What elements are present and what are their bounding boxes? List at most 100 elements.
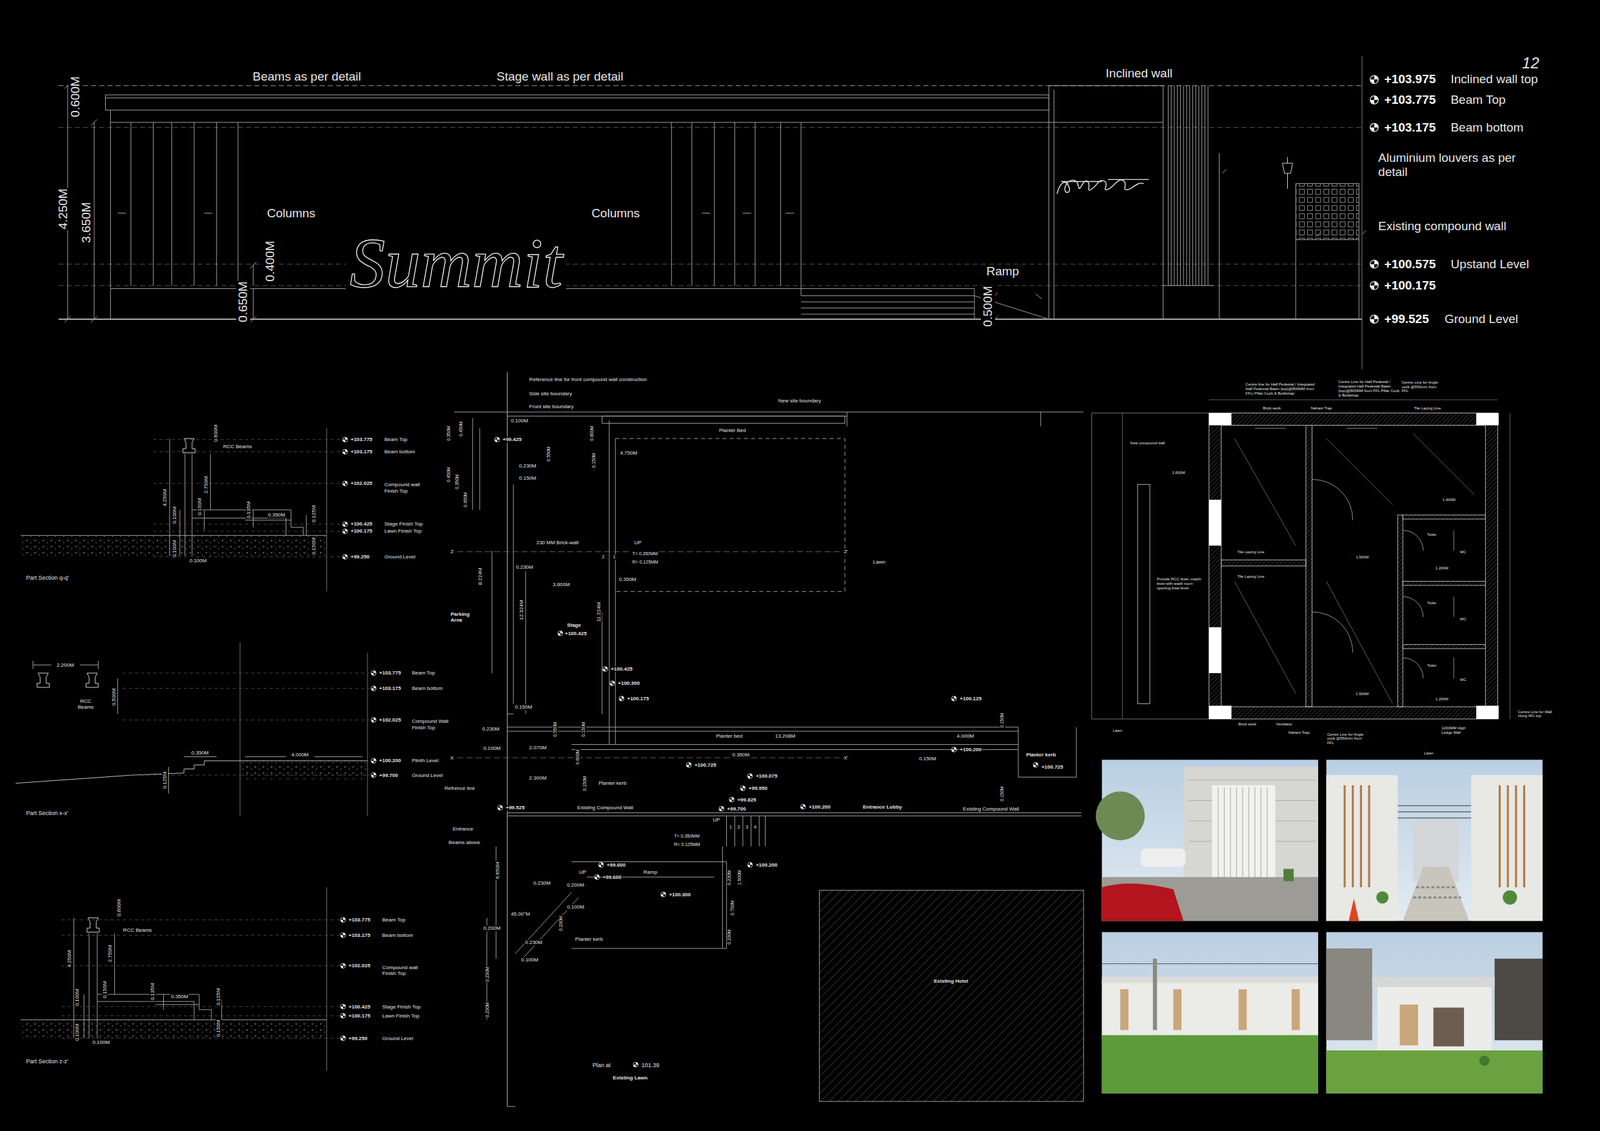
level-value: +103.775 [350, 436, 374, 443]
toilet-block-plan-part [1221, 559, 1306, 566]
annotation-label: Ramp [985, 264, 1020, 279]
annotation-label: Reference line for front compound wall c… [528, 376, 648, 383]
dimension-text: 0.350M [731, 751, 751, 758]
level-value: +100.425 [564, 630, 588, 637]
level-value: +100.075 [755, 773, 779, 780]
level-value: +100.200 [755, 862, 779, 869]
annotation-label: Beam Top [411, 670, 436, 677]
level-symbol-part [619, 696, 625, 702]
site-photo-part [1402, 866, 1470, 921]
annotation-label: Ground Level [381, 1035, 415, 1042]
level-symbol-part [1370, 259, 1379, 269]
site-photo [1326, 759, 1543, 921]
site-photo-part [1102, 883, 1185, 921]
level-value: +100.425 [350, 521, 374, 528]
site-photo-part [1102, 963, 1319, 965]
annotation-label: 1 [612, 554, 617, 560]
dimension-text: 0.100M [566, 904, 585, 910]
level-symbol-part [951, 747, 958, 753]
part-section-part [61, 920, 342, 1039]
annotation-label: Beam Top [1449, 92, 1506, 108]
annotation-label: New compound wall [1129, 440, 1166, 445]
section-title: Part Section q-q' [25, 573, 70, 581]
toilet-block-plan-part [1221, 425, 1486, 708]
part-section-part [122, 673, 370, 776]
dimension-text: 0.350M [618, 576, 638, 583]
annotation-label: 3 [744, 824, 749, 830]
annotation-label: Planter kerb [597, 780, 627, 787]
front-elevation-part [1035, 169, 1366, 300]
annotation-label: Entrance [452, 826, 475, 833]
level-symbol-part [633, 1062, 639, 1068]
toilet-block-plan [1091, 399, 1510, 720]
annotation-label: T= 0.350MM [631, 551, 659, 557]
level-symbol-part [747, 773, 753, 780]
dimension-text: 0.230M [484, 966, 491, 983]
annotation-label: Refrence line [443, 786, 476, 792]
site-plan-part [507, 484, 514, 714]
annotation-label: Front site boundary [528, 404, 575, 411]
level-symbol [340, 75, 1379, 1068]
front-elevation-part [1056, 179, 1149, 194]
dimension-text: 0.125M [215, 987, 222, 1007]
toilet-block-plan-part [1397, 515, 1403, 707]
dimension-text: 2.070M [528, 744, 548, 751]
annotation-label: Z' [842, 548, 849, 555]
site-plan-part [571, 861, 727, 949]
site-photo-part [1120, 989, 1129, 1030]
annotation-label: Existing Hotel [933, 978, 969, 985]
annotation-label: Existing Lawn [612, 1075, 649, 1082]
annotation-label: R= 0.125MM [673, 842, 701, 848]
level-value: +103.775 [1383, 92, 1437, 108]
level-value: +99.250 [350, 553, 371, 560]
dimension-text: 3.650M [79, 201, 95, 244]
annotation-label: Beams as per detail [252, 69, 362, 84]
annotation-label: T= 0.350MM [673, 833, 701, 840]
level-value: +99.700 [726, 806, 747, 812]
dimension-text: 0.150M [215, 1019, 222, 1039]
part-section-part [326, 428, 327, 592]
level-value: +102.025 [378, 717, 402, 723]
annotation-label: Side site boundary [528, 390, 573, 397]
part-section-part [326, 887, 327, 1072]
site-photo-part [1326, 1050, 1543, 1094]
site-plan-part [615, 438, 845, 592]
level-symbol-part [494, 437, 500, 443]
dimension-text: 1.200M [1434, 566, 1450, 571]
dimension-text: 2.750M [107, 944, 113, 964]
part-section-part [36, 673, 99, 688]
annotation-label: Stage Finish Top [381, 1004, 422, 1010]
annotation-label: Brick work [1237, 722, 1257, 727]
dimension-text: 0.100M [74, 1023, 81, 1043]
front-elevation-part [1053, 89, 1055, 320]
dimension-text: 0.200M [566, 882, 585, 889]
dimension-text: 0.230M [726, 869, 732, 886]
section-title: Part Section x-x' [25, 809, 70, 817]
level-value: +100.200 [808, 804, 832, 810]
dimension-text: 13.208M [774, 733, 796, 740]
front-elevation-part [67, 85, 996, 320]
section-title: Part Section z-z' [25, 1057, 70, 1065]
site-photo-part [1433, 1007, 1464, 1047]
level-value: +103.775 [378, 670, 402, 677]
level-symbol-part [1370, 96, 1379, 105]
level-symbol-part [340, 963, 346, 969]
dimension-text: 1.200M [1434, 696, 1450, 702]
annotation-label: Existing Compound Wall [962, 806, 1020, 812]
annotation-label: Inclined wall [1105, 66, 1174, 81]
part-section-part [239, 642, 368, 816]
toilet-block-plan-part [1091, 413, 1210, 720]
level-value: +99.825 [736, 797, 757, 803]
level-symbol-part [1370, 75, 1379, 84]
annotation-label: Centre Line for Angle cock @550mm from F… [1400, 379, 1443, 394]
dimension-text: 0.230M [532, 880, 552, 887]
level-symbol-part [1370, 281, 1379, 291]
front-elevation-part [1295, 239, 1359, 320]
annotation-label: Nahani Trap [1287, 730, 1311, 736]
level-symbol-part [610, 681, 616, 687]
dimension-text: 0.150M [582, 775, 588, 792]
toilet-block-plan-part [1209, 413, 1499, 720]
annotation-label: Plan at [592, 1062, 612, 1069]
annotation-label: 1 [728, 824, 733, 830]
